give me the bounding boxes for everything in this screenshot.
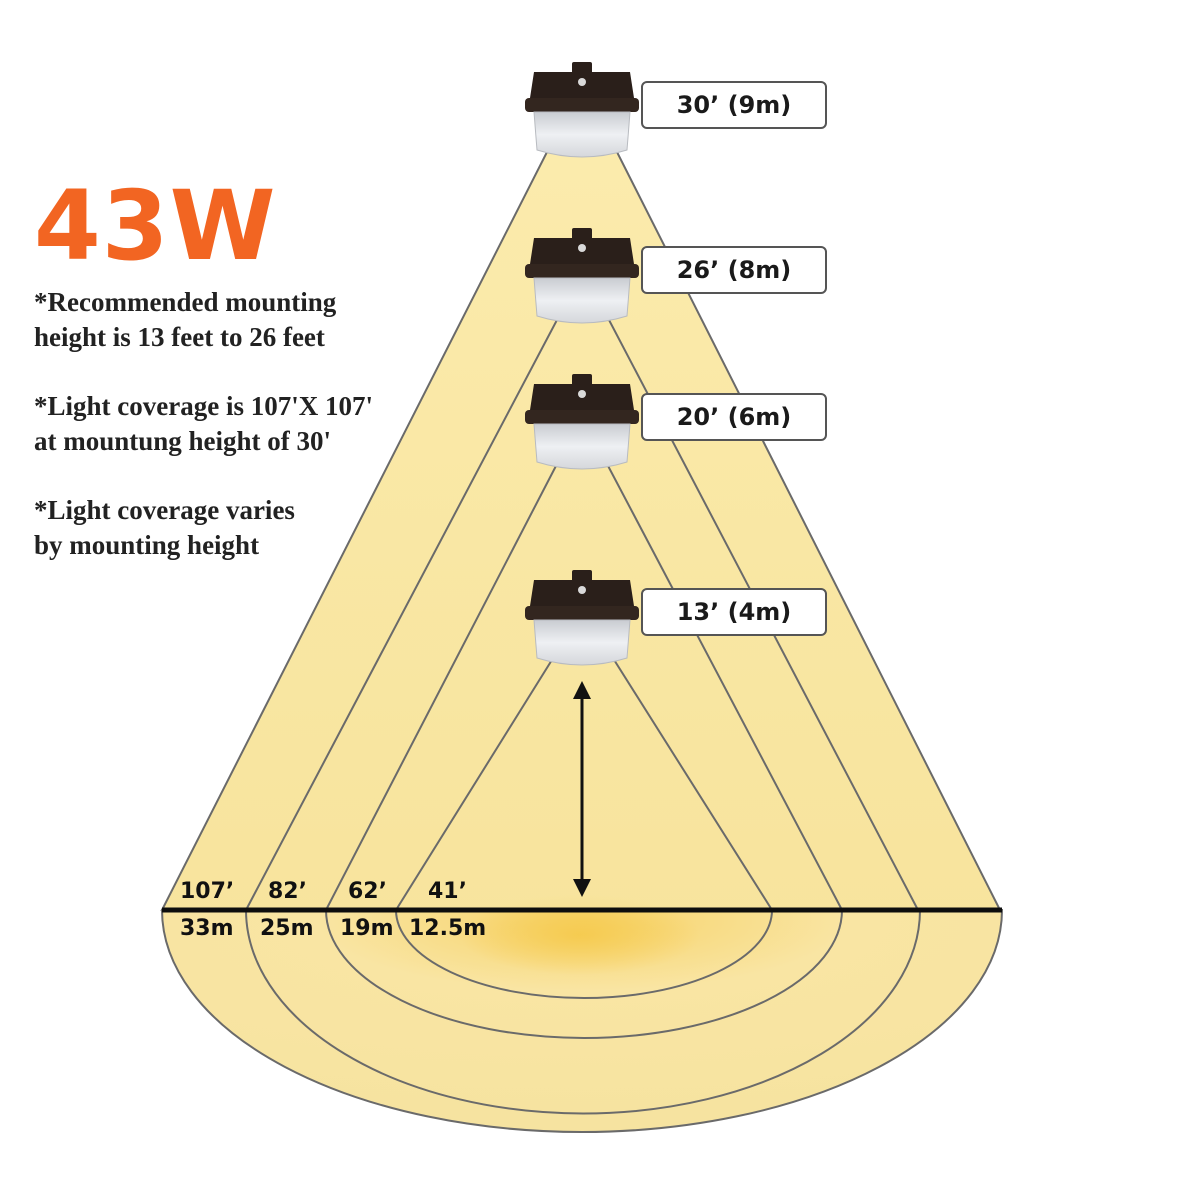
note-recommended-height: *Recommended mounting height is 13 feet … — [34, 285, 336, 355]
width-meters-33: 33m — [180, 916, 234, 941]
width-meters-19: 19m — [340, 916, 394, 941]
floor-area-62ft — [325, 909, 843, 1039]
note-line: at mountung height of 30' — [34, 426, 332, 456]
width-feet-62: 62’ — [348, 879, 387, 904]
note-line: *Recommended mounting — [34, 287, 337, 317]
height-label-13ft: 13’ (4m) — [641, 588, 827, 636]
note-light-coverage: *Light coverage is 107'X 107' at mountun… — [34, 389, 373, 459]
width-feet-107: 107’ — [180, 879, 235, 904]
wattage-title: 43W — [34, 170, 277, 282]
floor-area-107ft — [160, 909, 1004, 1133]
height-label-26ft: 26’ (8m) — [641, 246, 827, 294]
note-line: by mounting height — [34, 530, 260, 560]
light-fixture-icon — [525, 228, 639, 324]
height-label-30ft: 30’ (9m) — [641, 81, 827, 129]
floor-area-41ft — [395, 909, 773, 999]
light-fixture-icon — [525, 570, 639, 666]
floor-area-82ft — [245, 909, 921, 1115]
note-coverage-varies: *Light coverage varies by mounting heigh… — [34, 493, 295, 563]
width-meters-25: 25m — [260, 916, 314, 941]
note-line: *Light coverage is 107'X 107' — [34, 391, 373, 421]
width-feet-82: 82’ — [268, 879, 307, 904]
floor-hotspot — [460, 895, 700, 975]
width-feet-41: 41’ — [428, 879, 467, 904]
note-line: *Light coverage varies — [34, 495, 295, 525]
height-label-20ft: 20’ (6m) — [641, 393, 827, 441]
note-line: height is 13 feet to 26 feet — [34, 322, 325, 352]
light-fixture-icon — [525, 374, 639, 470]
floor-coverage-areas — [160, 895, 1004, 1133]
light-fixture-icon — [525, 62, 639, 158]
width-meters-12-5: 12.5m — [409, 916, 487, 941]
